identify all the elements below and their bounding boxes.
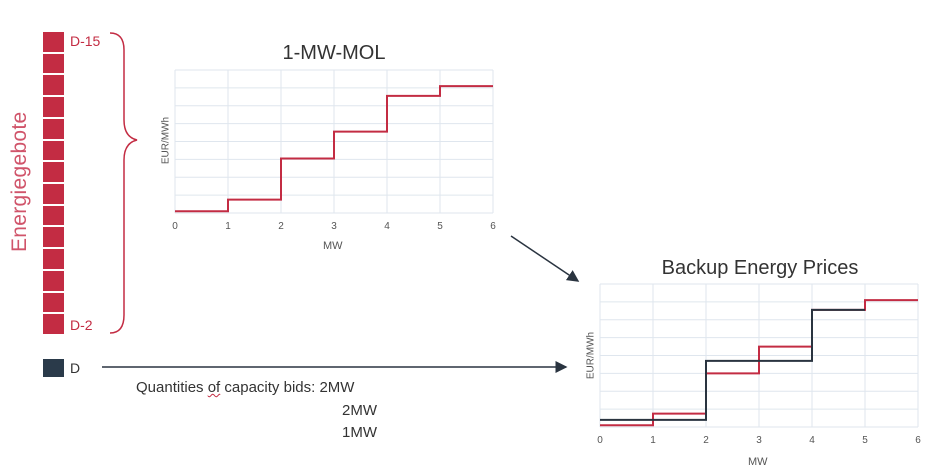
quantity-1: 2MW xyxy=(319,379,355,396)
bid-square xyxy=(43,32,64,52)
bid-square xyxy=(43,270,64,291)
quantities-label: Quantities of capacity bids: 2MW xyxy=(136,379,355,396)
quantity-2: 2MW xyxy=(342,402,377,419)
d-label: D xyxy=(70,360,81,376)
arrow-to-backup-chart xyxy=(510,235,580,282)
x-tick: 3 xyxy=(331,221,337,232)
x-tick: 1 xyxy=(225,221,231,232)
x-tick: 0 xyxy=(597,435,603,446)
bid-square xyxy=(43,53,64,74)
x-tick: 6 xyxy=(490,221,496,232)
bid-square xyxy=(43,314,64,334)
chart2-title: Backup Energy Prices xyxy=(661,257,859,279)
series-mol xyxy=(175,85,493,213)
x-tick: 5 xyxy=(437,221,443,232)
x-tick: 2 xyxy=(703,435,709,446)
mol-chart xyxy=(174,69,494,214)
bid-square xyxy=(43,97,64,117)
chart1-title: 1-MW-MOL xyxy=(282,42,386,64)
backup-energy-prices-chart xyxy=(599,283,919,428)
x-tick: 1 xyxy=(650,435,656,446)
x-tick: 0 xyxy=(172,221,178,232)
bid-square xyxy=(43,162,64,182)
x-tick: 2 xyxy=(278,221,284,232)
bid-square xyxy=(43,118,64,139)
x-tick: 5 xyxy=(862,435,868,446)
series-backup xyxy=(600,308,865,421)
chart2-ylabel: EUR/MWh xyxy=(585,331,597,380)
chart1-ylabel: EUR/MWh xyxy=(160,116,172,165)
d15-label: D-15 xyxy=(70,33,101,49)
x-tick: 6 xyxy=(915,435,921,446)
bid-square xyxy=(43,227,64,248)
curly-brace xyxy=(109,32,138,334)
bid-square xyxy=(43,184,64,204)
bid-square xyxy=(43,140,64,161)
quantity-3: 1MW xyxy=(342,424,377,441)
chart1-xlabel: MW xyxy=(323,240,343,252)
x-tick: 4 xyxy=(384,221,390,232)
bid-square xyxy=(43,75,64,96)
d2-label: D-2 xyxy=(70,317,93,333)
day-square xyxy=(43,359,64,377)
x-tick: 4 xyxy=(809,435,815,446)
x-tick: 3 xyxy=(756,435,762,446)
bid-square xyxy=(43,205,64,226)
bid-square xyxy=(43,292,64,313)
bid-square xyxy=(43,249,64,269)
chart2-xlabel: MW xyxy=(748,456,768,468)
